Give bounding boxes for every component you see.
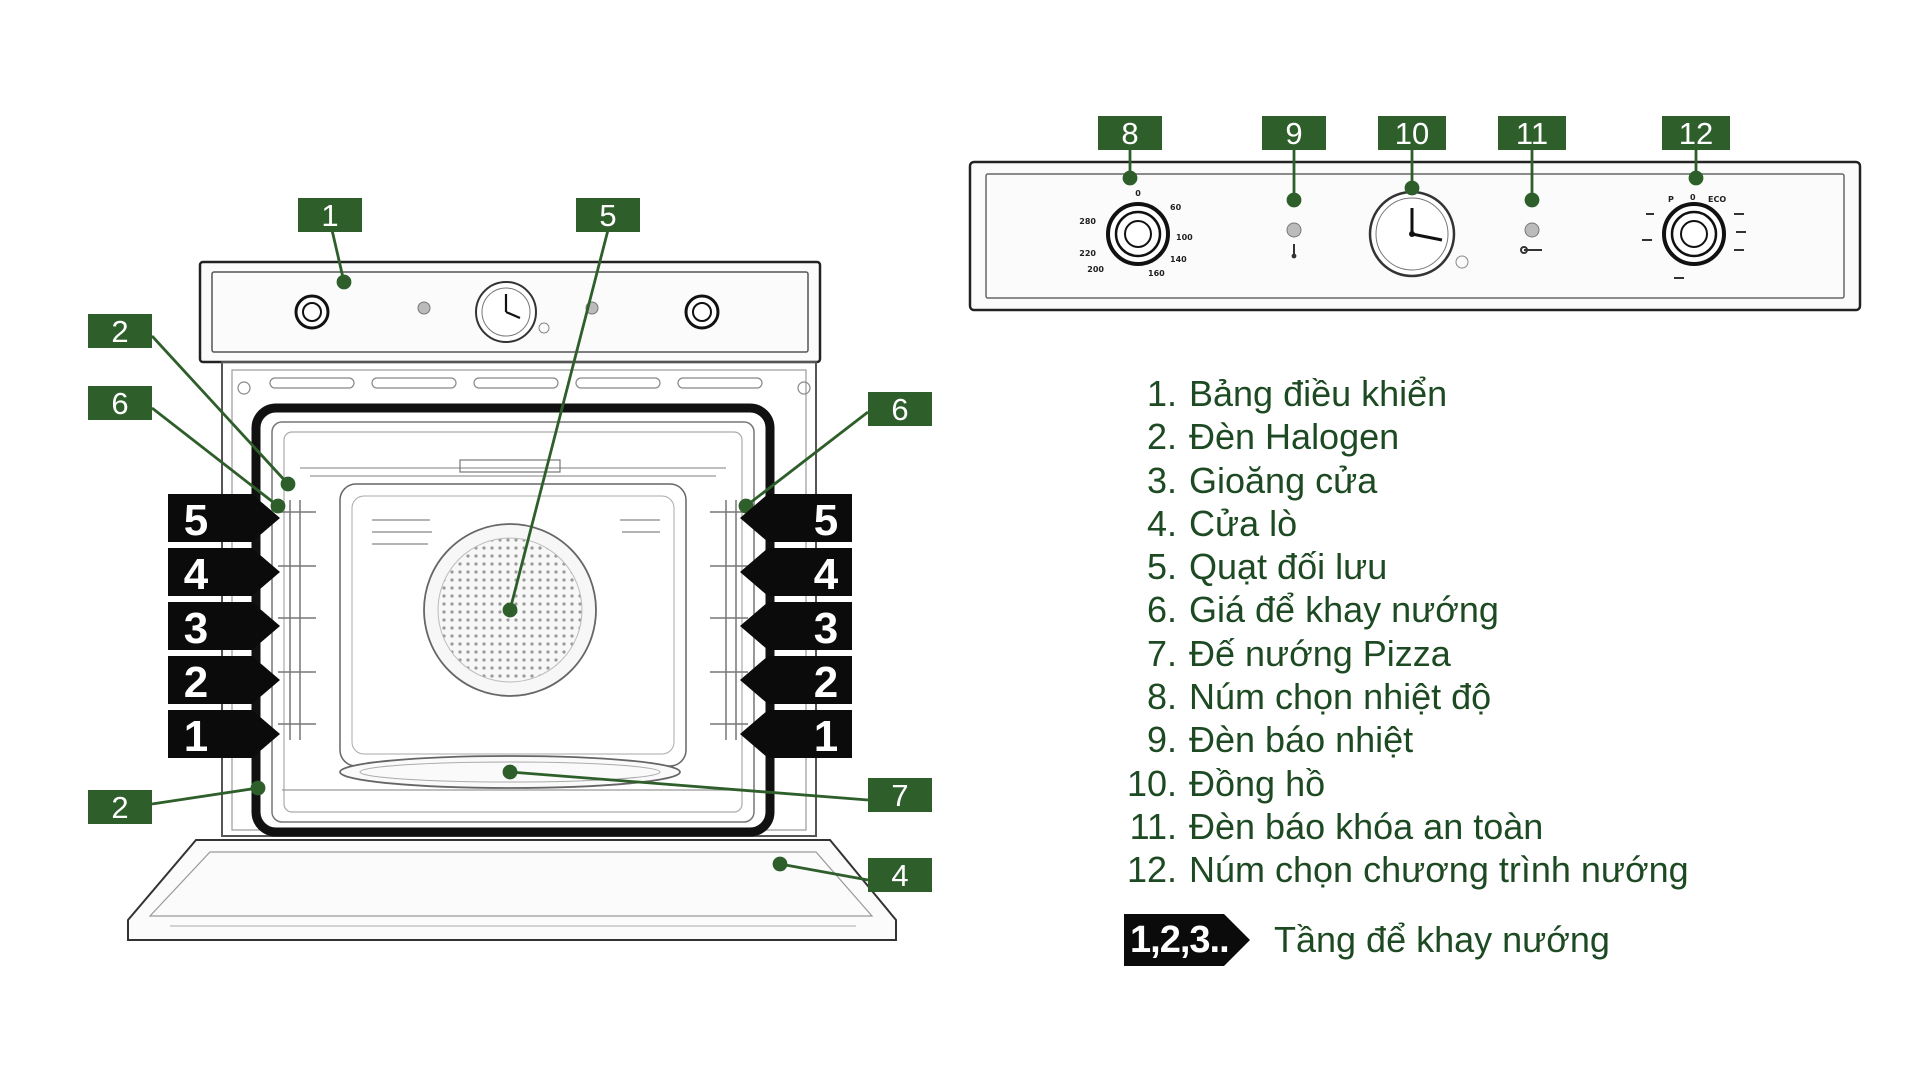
svg-text:2: 2 — [111, 314, 128, 349]
label-heat-light: 9 — [1262, 116, 1326, 151]
svg-text:2: 2 — [814, 658, 838, 707]
legend-item: 5.Quạt đối lưu — [1146, 546, 1388, 588]
panel-clock — [1368, 190, 1456, 278]
svg-text:5: 5 — [599, 198, 616, 233]
legend-item: 7.Đế nướng Pizza — [1146, 632, 1451, 674]
shelf-right-5: 5 — [740, 494, 852, 545]
shelf-key-label: Tầng để khay nướng — [1274, 919, 1610, 960]
svg-text:10: 10 — [1395, 116, 1429, 151]
label-clock: 10 — [1378, 116, 1446, 151]
svg-text:140: 140 — [1170, 255, 1187, 264]
legend-item: 3.Gioăng cửa — [1146, 459, 1378, 501]
legend-item: 4.Cửa lò — [1146, 502, 1298, 544]
shelf-left-2: 2 — [168, 656, 280, 707]
shelf-left-3: 3 — [168, 602, 280, 653]
leader-lines — [150, 229, 869, 882]
svg-text:3: 3 — [814, 604, 838, 653]
legend-item: 10.Đồng hồ — [1126, 762, 1326, 804]
svg-text:1: 1 — [814, 712, 838, 761]
svg-text:1: 1 — [184, 712, 208, 761]
svg-text:4: 4 — [184, 550, 209, 599]
legend-item: 9.Đèn báo nhiệt — [1146, 719, 1414, 761]
oven-heat-light — [417, 301, 431, 315]
svg-text:12: 12 — [1679, 116, 1713, 151]
svg-text:2: 2 — [184, 658, 208, 707]
svg-text:3: 3 — [184, 604, 208, 653]
svg-text:160: 160 — [1148, 269, 1165, 278]
svg-text:60: 60 — [1170, 203, 1182, 212]
shelf-right-1: 1 — [740, 710, 852, 761]
panel-program-knob: P 0 ECO — [1642, 193, 1746, 279]
shelf-markers-right: 5 4 3 2 1 — [740, 494, 852, 761]
control-panel-detail: 0 60 100 140 160 200 220 280 — [968, 160, 1862, 312]
shelf-key: 1,2,3.. Tầng để khay nướng — [1124, 912, 1610, 968]
panel-clock-button — [1455, 255, 1469, 269]
label-pizza-stone: 7 — [868, 778, 932, 813]
label-program-knob: 12 — [1662, 116, 1730, 151]
svg-text:8: 8 — [1121, 116, 1138, 151]
legend-item: 2.Đèn Halogen — [1146, 416, 1400, 458]
svg-text:4: 4 — [891, 858, 908, 893]
label-fan: 5 — [576, 198, 640, 233]
svg-text:6: 6 — [891, 392, 908, 427]
shelf-right-3: 3 — [740, 602, 852, 653]
panel-heat-light — [1286, 222, 1302, 259]
svg-text:11: 11 — [1516, 116, 1548, 151]
panel-temp-knob: 0 60 100 140 160 200 220 280 — [1079, 189, 1193, 278]
svg-text:5: 5 — [814, 496, 838, 545]
label-door: 4 — [868, 858, 932, 893]
shelf-left-4: 4 — [168, 548, 280, 599]
svg-text:P: P — [1668, 195, 1674, 204]
svg-text:4: 4 — [814, 550, 839, 599]
label-halogen-bottom: 2 — [88, 790, 152, 825]
label-control-panel: 1 — [298, 198, 362, 233]
label-temp-knob: 8 — [1098, 116, 1162, 151]
svg-text:0: 0 — [1690, 193, 1696, 202]
oven-temp-knob — [294, 294, 330, 330]
label-rack-right: 6 — [868, 392, 932, 427]
svg-text:9: 9 — [1285, 116, 1302, 151]
shelf-key-badge: 1,2,3.. — [1124, 912, 1254, 968]
shelf-left-1: 1 — [168, 710, 280, 761]
panel-labels: 8 9 10 11 12 — [1098, 116, 1730, 151]
svg-text:2: 2 — [111, 790, 128, 825]
legend-item: 1.Bảng điều khiển — [1146, 373, 1448, 414]
legend-item: 12.Núm chọn chương trình nướng — [1126, 849, 1689, 891]
svg-text:1: 1 — [321, 198, 338, 233]
label-lock-light: 11 — [1498, 116, 1566, 151]
svg-text:0: 0 — [1135, 189, 1141, 198]
oven-clock — [475, 281, 537, 343]
svg-text:7: 7 — [891, 778, 908, 813]
shelf-right-2: 2 — [740, 656, 852, 707]
svg-text:100: 100 — [1176, 233, 1193, 242]
shelf-left-5: 5 — [168, 494, 280, 545]
svg-text:200: 200 — [1087, 265, 1104, 274]
svg-text:5: 5 — [184, 496, 208, 545]
legend-item: 6.Giá để khay nướng — [1146, 589, 1499, 631]
oven-clock-button — [538, 322, 550, 334]
shelf-markers-left: 5 4 3 2 1 — [168, 494, 280, 761]
svg-text:6: 6 — [111, 386, 128, 421]
legend-item: 8.Núm chọn nhiệt độ — [1146, 676, 1492, 718]
svg-text:220: 220 — [1079, 249, 1096, 258]
oven-panel-controls — [294, 281, 720, 343]
legend-list: 1.Bảng điều khiển 2.Đèn Halogen 3.Gioăng… — [1105, 372, 1865, 892]
shelf-right-4: 4 — [740, 548, 852, 599]
label-rack-left: 6 — [88, 386, 152, 421]
legend-item: 11.Đèn báo khóa an toàn — [1129, 805, 1544, 847]
svg-text:280: 280 — [1079, 217, 1096, 226]
panel-leader-lines — [1122, 150, 1704, 208]
oven-labels: 1 5 2 6 6 2 7 4 — [88, 198, 932, 893]
svg-text:ECO: ECO — [1708, 195, 1726, 204]
panel-lock-light — [1520, 222, 1542, 254]
label-halogen-top: 2 — [88, 314, 152, 349]
oven-program-knob — [684, 294, 720, 330]
